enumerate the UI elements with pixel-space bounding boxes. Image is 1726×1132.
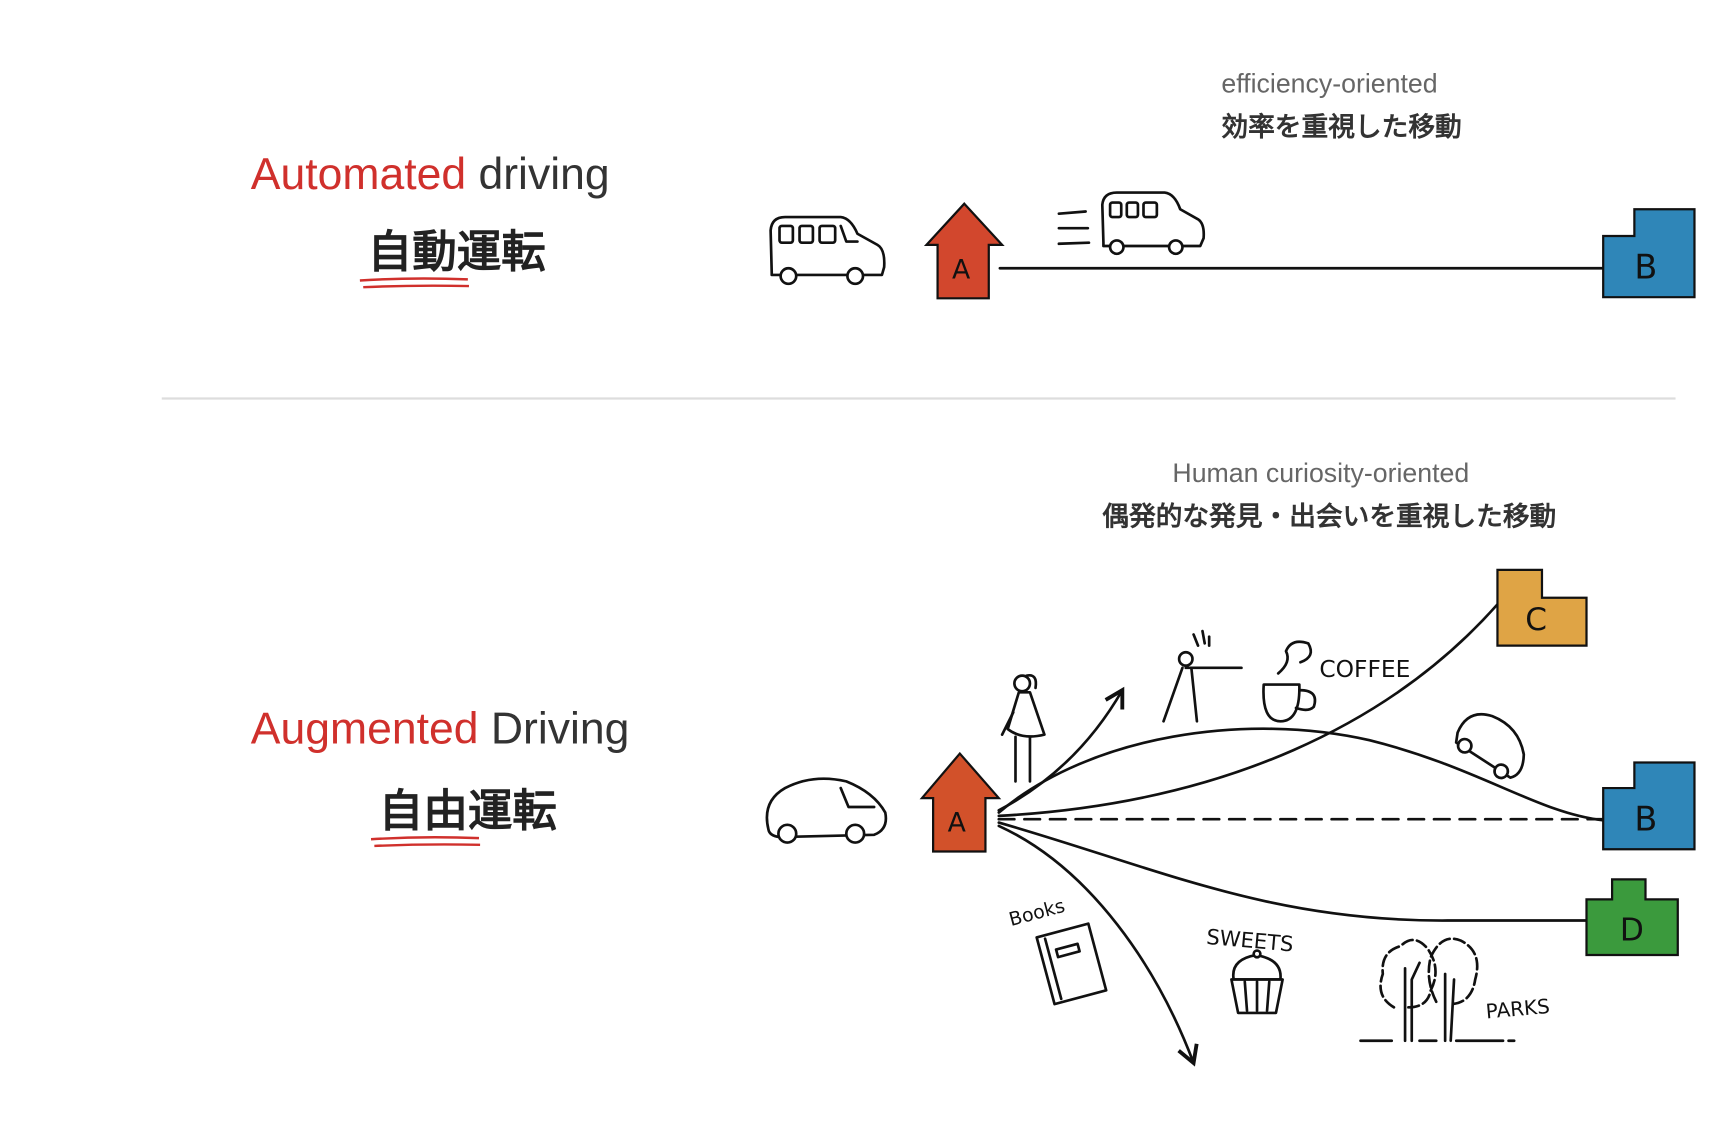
augmented-title-rest: Driving xyxy=(478,705,629,754)
destination-b-icon: B xyxy=(1602,761,1696,851)
route-to-c xyxy=(997,603,1499,818)
destination-b-label: B xyxy=(1634,799,1657,838)
augmented-underline xyxy=(370,836,481,848)
destination-c-icon: C xyxy=(1496,568,1588,647)
route-to-b-detour xyxy=(997,727,1605,822)
book-icon xyxy=(1035,922,1108,1006)
destination-b-icon: B xyxy=(1602,208,1696,299)
curiosity-caption-jp: 偶発的な発見・出会いを重視した移動 xyxy=(1102,501,1556,532)
augmented-title: Augmented Driving xyxy=(251,705,630,754)
augmented-title-jp: 自由運転 xyxy=(379,786,557,837)
sweets-label: SWEETS xyxy=(1205,924,1294,957)
augmented-title-accent: Augmented xyxy=(251,705,479,754)
automated-title-rest: driving xyxy=(466,150,610,199)
coffee-icon xyxy=(1262,640,1317,723)
destination-b-label: B xyxy=(1634,247,1657,286)
automated-title: Automated driving xyxy=(251,150,610,199)
curiosity-caption-en: Human curiosity-oriented xyxy=(1172,458,1469,488)
route-branch-down xyxy=(997,824,1199,1067)
house-a-icon: A xyxy=(919,751,1002,853)
destination-d-icon: D xyxy=(1585,878,1679,957)
parks-label: PARKS xyxy=(1485,994,1551,1024)
moving-van-icon xyxy=(1100,191,1206,256)
routes xyxy=(997,603,1605,1067)
efficiency-caption-en: efficiency-oriented xyxy=(1221,68,1437,98)
automated-title-accent: Automated xyxy=(251,150,466,199)
coffee-label: COFFEE xyxy=(1319,655,1410,683)
person-pointing-icon xyxy=(1162,629,1243,723)
efficiency-caption-jp: 効率を重視した移動 xyxy=(1221,112,1461,143)
automated-underline xyxy=(359,277,469,289)
route-to-d xyxy=(997,821,1588,922)
house-a-icon: A xyxy=(923,202,1005,300)
small-car-icon xyxy=(1454,712,1526,780)
books-label: Books xyxy=(1007,895,1068,931)
automated-title-jp: 自動運転 xyxy=(368,227,546,278)
house-a-label: A xyxy=(952,254,971,285)
speed-lines-icon xyxy=(1057,210,1091,246)
destination-c-label: C xyxy=(1525,602,1547,638)
house-a-label: A xyxy=(948,807,967,838)
van-icon xyxy=(769,215,886,286)
trees-icon xyxy=(1359,937,1516,1043)
cupcake-icon xyxy=(1230,949,1284,1015)
car-icon xyxy=(765,777,888,844)
destination-d-label: D xyxy=(1620,913,1644,949)
person-looking-icon xyxy=(1000,674,1046,783)
